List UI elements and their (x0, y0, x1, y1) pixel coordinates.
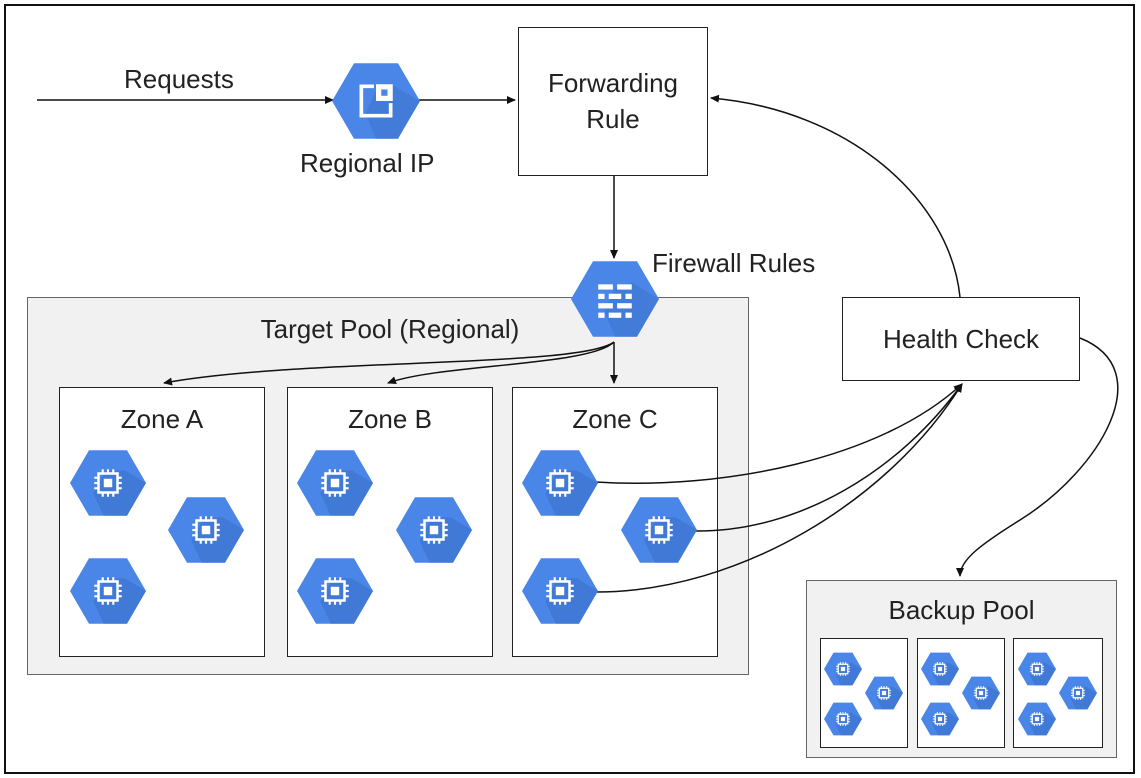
backup-pool-label: Backup Pool (888, 595, 1035, 625)
zone-b-label: Zone B (348, 404, 432, 434)
firewall-rules-label: Firewall Rules (652, 248, 816, 278)
health-check-label: Health Check (882, 324, 1040, 354)
forwarding-rule-box (518, 27, 708, 176)
backup-zone-1 (820, 638, 908, 748)
zone-c-label: Zone C (572, 404, 658, 434)
regional-ip-label: Regional IP (300, 148, 435, 178)
target-pool-label: Target Pool (Regional) (260, 314, 520, 344)
zone-a-label: Zone A (120, 404, 204, 434)
backup-zone-2 (917, 638, 1005, 748)
forwarding-rule-label-line1: Forwarding (547, 68, 679, 98)
requests-label: Requests (124, 64, 234, 94)
backup-zone-3 (1013, 638, 1103, 748)
forwarding-rule-label-line2: Rule (586, 104, 640, 134)
diagram-frame (4, 4, 1135, 774)
